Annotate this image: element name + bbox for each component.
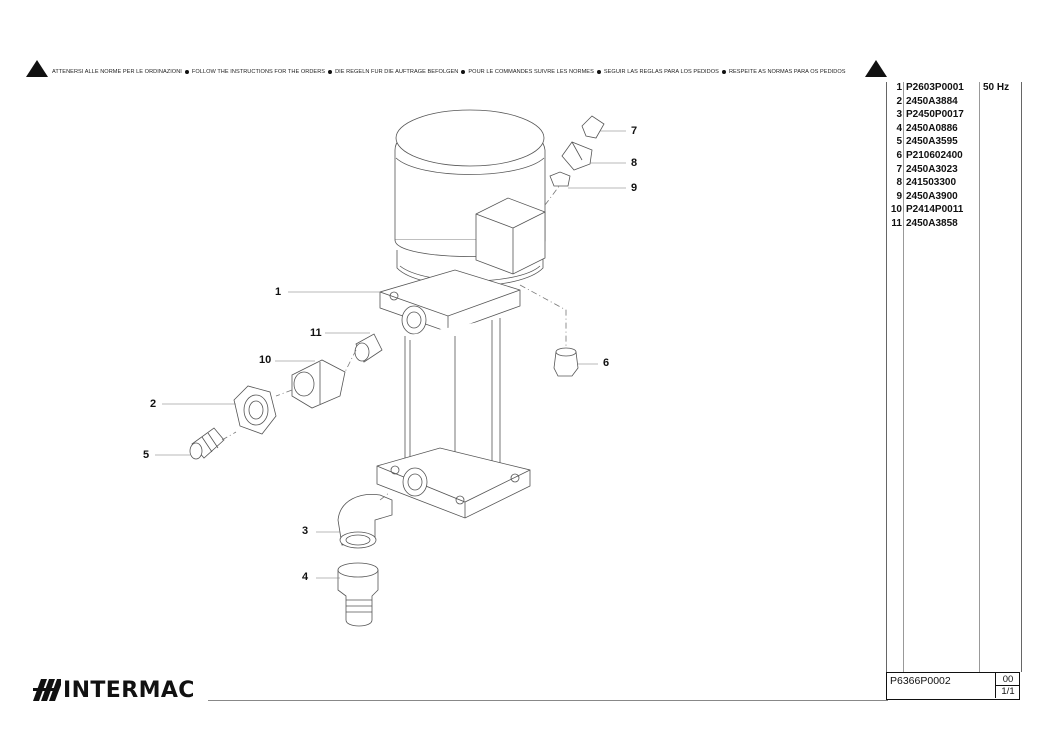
callout-6: 6 — [603, 357, 610, 369]
bullet-icon — [596, 69, 601, 74]
bullet-icon — [721, 69, 726, 74]
plug-8 — [561, 141, 593, 171]
pump-base — [376, 447, 531, 519]
title-block: P6366P0002 00 1/1 — [886, 672, 1020, 700]
part-code: 2450A3858 — [906, 217, 958, 229]
revision-box: 00 1/1 — [995, 673, 1020, 698]
assembly-lines — [221, 184, 567, 501]
order-instructions-notice: ATTENERSI ALLE NORME PER LE ORDINAZIONI F… — [52, 69, 846, 75]
threaded-nipple — [354, 333, 383, 363]
document-code: P6366P0002 — [890, 675, 951, 687]
leader-lines — [155, 130, 626, 579]
frequency-label: 50 Hz — [983, 82, 1010, 93]
callout-4: 4 — [302, 571, 309, 583]
parts-table: 1 P2603P0001 2 2450A3884 3 P2450P0017 4 2450A08… — [886, 82, 1022, 672]
hose-barb-fitting — [337, 562, 379, 627]
intermac-stripes-icon — [33, 679, 61, 701]
part-code: P2603P0001 — [906, 82, 964, 93]
callout-10: 10 — [259, 354, 272, 366]
pump-column — [404, 318, 501, 493]
callout-11: 11 — [310, 327, 322, 339]
part-code: 2450A3884 — [906, 95, 958, 107]
part-code: 2450A0886 — [906, 122, 958, 134]
part-code: 2450A3595 — [906, 136, 958, 148]
notice-pt: RESPEITE AS NORMAS PARA OS PEDIDOS — [728, 69, 846, 75]
cap-9 — [549, 171, 571, 187]
part-number: 5 — [896, 136, 902, 148]
notice-es: SEGUIR LAS REGLAS PARA LOS PEDIDOS — [603, 69, 719, 75]
part-number: 6 — [896, 149, 902, 161]
callout-5: 5 — [143, 449, 150, 461]
bullet-icon — [184, 69, 189, 74]
part-code: 2450A3900 — [906, 190, 958, 202]
warning-triangle-icon — [26, 60, 48, 77]
callout-2: 2 — [150, 398, 157, 410]
callout-3: 3 — [302, 525, 309, 537]
sheet-number: 1/1 — [1001, 686, 1015, 697]
part-code: 241503300 — [906, 177, 957, 189]
hex-nut — [233, 385, 277, 435]
bullet-icon — [328, 69, 333, 74]
part-number: 8 — [896, 177, 902, 189]
pump-motor — [394, 109, 546, 287]
callout-7: 7 — [631, 125, 638, 137]
bullet-icon — [461, 69, 466, 74]
hose-tail-fitting — [189, 427, 225, 460]
revision-number: 00 — [996, 674, 1020, 686]
cable-gland — [553, 347, 579, 377]
part-number: 9 — [896, 190, 902, 202]
logo-wordmark: INTERMAC — [63, 677, 195, 703]
union-fitting — [291, 359, 346, 409]
notice-it: ATTENERSI ALLE NORME PER LE ORDINAZIONI — [52, 69, 182, 75]
callout-1: 1 — [275, 286, 282, 298]
upper-flange — [379, 269, 521, 335]
part-number: 11 — [891, 217, 902, 229]
callout-9: 9 — [631, 182, 638, 194]
part-number: 7 — [896, 163, 902, 175]
connector-7 — [581, 115, 605, 139]
part-code: P2450P0017 — [906, 109, 964, 121]
part-number: 1 — [896, 82, 902, 93]
intermac-logo: INTERMAC — [33, 677, 195, 703]
part-code: 2450A3023 — [906, 163, 958, 175]
callout-8: 8 — [631, 157, 638, 169]
notice-fr: POUR LE COMMANDES SUIVRE LES NORMES — [468, 69, 594, 75]
column-divider — [903, 82, 904, 672]
part-number: 2 — [896, 95, 902, 107]
notice-de: DIE REGELN FUR DIE AUFTRAGE BEFOLGEN — [335, 69, 459, 75]
bottom-rule — [208, 700, 888, 701]
part-number: 3 — [896, 109, 902, 121]
notice-en: FOLLOW THE INSTRUCTIONS FOR THE ORDERS — [191, 69, 326, 75]
part-number: 4 — [896, 122, 902, 134]
elbow-fitting — [337, 493, 393, 549]
column-divider — [979, 82, 980, 672]
warning-triangle-icon — [865, 60, 887, 77]
part-code: P2414P0011 — [906, 204, 964, 216]
part-number: 10 — [890, 204, 902, 216]
part-code: P210602400 — [906, 149, 963, 161]
